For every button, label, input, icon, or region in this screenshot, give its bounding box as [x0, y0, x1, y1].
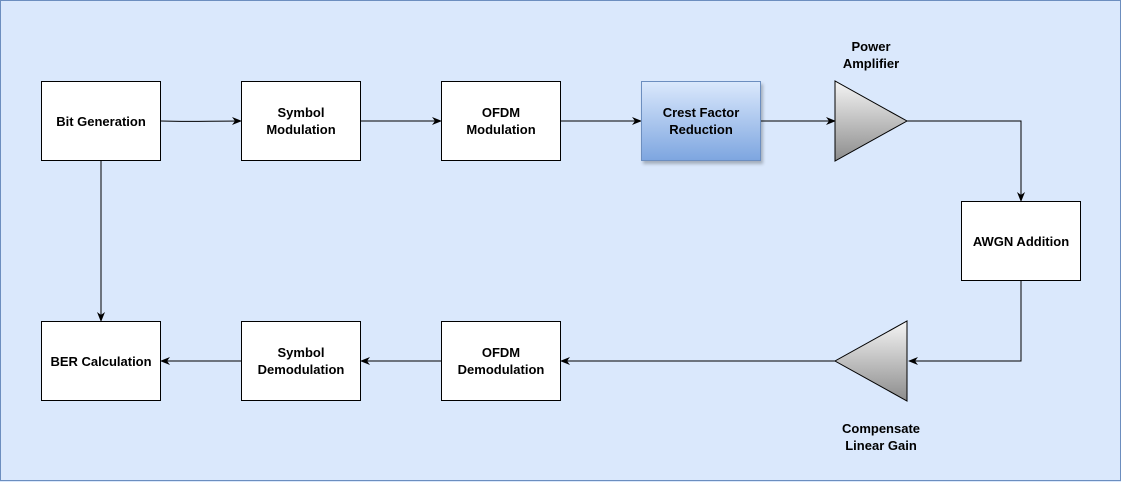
- symbol-demodulation-block: Symbol Demodulation: [241, 321, 361, 401]
- arrow-awgn-to-compensate-gain: [909, 281, 1021, 361]
- ofdm-modulation-block: OFDM Modulation: [441, 81, 561, 161]
- compensate-gain-triangle: [835, 321, 907, 401]
- compensate-gain-label: Compensate Linear Gain: [821, 420, 941, 454]
- ofdm-demodulation-block: OFDM Demodulation: [441, 321, 561, 401]
- crest-factor-reduction-block: Crest Factor Reduction: [641, 81, 761, 161]
- bit-generation-block: Bit Generation: [41, 81, 161, 161]
- ber-calculation-block: BER Calculation: [41, 321, 161, 401]
- power-amplifier-label: Power Amplifier: [811, 38, 931, 72]
- symbol-modulation-block: Symbol Modulation: [241, 81, 361, 161]
- power-amplifier-triangle: [835, 81, 907, 161]
- awgn-addition-block: AWGN Addition: [961, 201, 1081, 281]
- arrow-power-amplifier-to-awgn: [907, 121, 1021, 201]
